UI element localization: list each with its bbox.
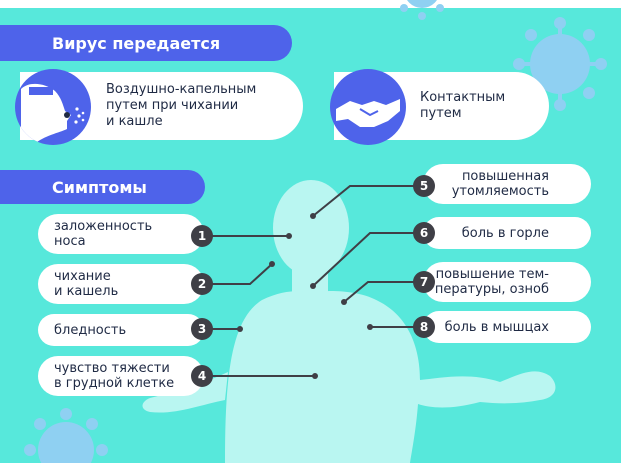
symptom-label: чувство тяжести в грудной клетке	[54, 361, 175, 391]
transmission-header-text: Вирус передается	[52, 33, 221, 53]
handshake-icon	[330, 69, 406, 145]
symptom-number-badge: 1	[191, 225, 213, 247]
symptom-label: чихание и кашель	[54, 269, 119, 299]
symptom-number-badge: 5	[413, 175, 435, 197]
sneezing-person-icon	[15, 69, 91, 145]
symptom-number-badge: 3	[191, 318, 213, 340]
symptom-label: заложенность носа	[54, 219, 153, 249]
symptom-label: боль в мышцах	[444, 319, 549, 335]
symptom-item-2: чихание и кашель	[38, 264, 204, 304]
symptom-number-badge: 2	[191, 273, 213, 295]
symptom-label: повышенная утомляемость	[451, 169, 549, 199]
symptom-item-6: боль в горле	[423, 217, 591, 249]
symptom-label: повышение тем- пературы, озноб	[434, 267, 549, 297]
symptom-label: боль в горле	[461, 225, 549, 241]
symptom-item-8: боль в мышцах	[423, 311, 591, 343]
symptom-item-5: повышенная утомляемость	[423, 164, 591, 204]
symptoms-header: Симптомы	[0, 170, 205, 204]
symptom-item-4: чувство тяжести в грудной клетке	[38, 356, 204, 396]
airborne-text: Воздушно-капельным путем при чихании и к…	[106, 82, 257, 129]
symptom-number-badge: 6	[413, 222, 435, 244]
virus-icon	[508, 14, 612, 114]
symptom-item-7: повышение тем- пературы, озноб	[423, 262, 591, 302]
symptom-label: бледность	[54, 322, 127, 338]
symptom-number-badge: 4	[191, 365, 213, 387]
contact-text: Контактным путем	[420, 90, 506, 121]
symptoms-header-text: Симптомы	[52, 177, 147, 197]
virus-icon	[392, 0, 452, 20]
symptom-number-badge: 7	[413, 271, 435, 293]
symptom-item-1: заложенность носа	[38, 214, 204, 254]
top-strip	[0, 0, 621, 8]
symptom-item-3: бледность	[38, 314, 204, 346]
virus-icon	[18, 406, 114, 463]
transmission-header: Вирус передается	[0, 25, 292, 61]
symptom-number-badge: 8	[413, 316, 435, 338]
